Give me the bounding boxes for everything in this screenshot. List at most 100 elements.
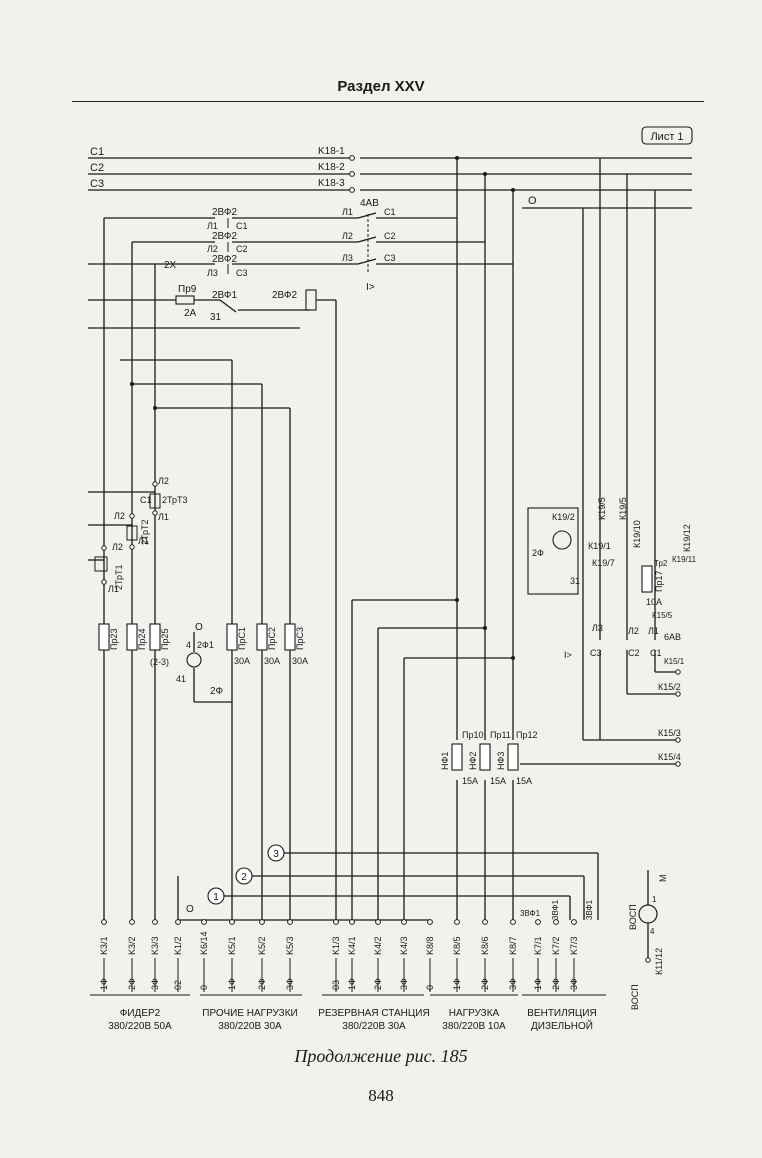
svg-text:К19/2: К19/2 bbox=[552, 512, 575, 522]
group-5-line1: ВЕНТИЛЯЦИЯ bbox=[527, 1008, 596, 1019]
fuse-pr9: Пр9 2А 2ВФ1 31 2ВФ2 bbox=[88, 284, 337, 920]
svg-text:С3: С3 bbox=[590, 648, 602, 658]
svg-text:I>: I> bbox=[366, 282, 375, 293]
svg-text:К15/4: К15/4 bbox=[658, 752, 681, 762]
terminal-id: K7/2 bbox=[551, 936, 561, 955]
svg-text:ВОСП: ВОСП bbox=[630, 984, 640, 1010]
terminal-node bbox=[175, 919, 181, 925]
phase-lamp-2f1: О 4 2Ф1 (2-3) 41 2Ф bbox=[150, 622, 232, 703]
svg-text:Пр17: Пр17 bbox=[654, 571, 664, 593]
terminal-id: K3/2 bbox=[127, 936, 137, 955]
svg-text:Л2: Л2 bbox=[628, 626, 639, 636]
svg-text:К19/12: К19/12 bbox=[682, 524, 692, 552]
terminal-node bbox=[401, 919, 407, 925]
terminal-id: K5/2 bbox=[257, 936, 267, 955]
terminal-id: K7/3 bbox=[569, 936, 579, 955]
group-labels: ФИДЕР2 380/220В 50А ПРОЧИЕ НАГРУЗКИ 380/… bbox=[90, 994, 606, 1032]
svg-text:К15/5: К15/5 bbox=[652, 611, 673, 620]
terminal-node bbox=[375, 919, 381, 925]
bus-label-c1: C1 bbox=[90, 146, 104, 158]
svg-text:ВОСП: ВОСП bbox=[628, 904, 638, 930]
current-transformers: Л2 С1 2ТрТ3 Л1 Л2 Л1 Л2 Л1 2ТрТ2 2ТрТ1 bbox=[88, 476, 188, 594]
svg-text:Л3: Л3 bbox=[207, 268, 218, 278]
svg-text:15А: 15А bbox=[516, 776, 532, 786]
svg-text:15А: 15А bbox=[490, 776, 506, 786]
terminal-node bbox=[571, 919, 577, 925]
svg-text:ПрС3: ПрС3 bbox=[295, 627, 305, 650]
breaker-2vf2: 2ВФ2 2ВФ2 2ВФ2 Л1 С1 Л2 С2 Л3 С3 2Х bbox=[88, 207, 340, 278]
sheet-label: Лист 1 bbox=[641, 126, 693, 145]
terminal-node bbox=[152, 919, 158, 925]
terminal-phase: 1Ф bbox=[347, 978, 357, 990]
svg-text:С2: С2 bbox=[384, 231, 396, 241]
svg-text:С2: С2 bbox=[628, 648, 640, 658]
page-number: 848 bbox=[368, 1086, 394, 1105]
svg-text:2: 2 bbox=[241, 872, 247, 883]
terminal-phase: 3Ф bbox=[285, 978, 295, 990]
group-4-line1: НАГРУЗКА bbox=[449, 1008, 500, 1019]
terminal-node bbox=[333, 919, 339, 925]
svg-text:С1: С1 bbox=[650, 648, 662, 658]
svg-text:2ВФ1: 2ВФ1 bbox=[212, 290, 238, 301]
svg-text:Лист 1: Лист 1 bbox=[650, 131, 683, 143]
svg-text:Л2: Л2 bbox=[207, 244, 218, 254]
svg-text:С2: С2 bbox=[236, 244, 248, 254]
svg-text:4: 4 bbox=[650, 927, 655, 936]
svg-text:2ВФ2: 2ВФ2 bbox=[212, 207, 238, 218]
terminal-phase: 1Ф bbox=[533, 978, 543, 990]
svg-text:Л1: Л1 bbox=[138, 536, 149, 546]
svg-text:С1: С1 bbox=[140, 495, 152, 505]
svg-text:41: 41 bbox=[176, 674, 186, 684]
terminal-node bbox=[510, 919, 516, 925]
load-drops bbox=[456, 158, 656, 920]
svg-text:2ВФ2: 2ВФ2 bbox=[212, 231, 238, 242]
svg-text:2Ф1: 2Ф1 bbox=[197, 640, 214, 650]
group-2-line1: ПРОЧИЕ НАГРУЗКИ bbox=[202, 1008, 297, 1019]
terminal-id: K1/3 bbox=[331, 936, 341, 955]
svg-text:С3: С3 bbox=[384, 253, 396, 263]
svg-text:Л1: Л1 bbox=[207, 221, 218, 231]
svg-text:Пр11: Пр11 bbox=[490, 730, 511, 740]
svg-text:15А: 15А bbox=[462, 776, 478, 786]
svg-text:Л3: Л3 bbox=[592, 623, 603, 633]
terminal-phase: 1Ф bbox=[227, 978, 237, 990]
svg-text:К19/10: К19/10 bbox=[632, 520, 642, 548]
vosp-motor: ВОСП М 1 4 К11/12 ВОСП bbox=[628, 870, 668, 1010]
terminal-id: K3/3 bbox=[150, 936, 160, 955]
terminal-node bbox=[201, 919, 207, 925]
svg-text:Л1: Л1 bbox=[158, 512, 169, 522]
svg-text:Л1: Л1 bbox=[108, 584, 119, 594]
svg-text:I>: I> bbox=[564, 650, 572, 660]
group-1-line1: ФИДЕР2 bbox=[120, 1008, 161, 1019]
svg-text:3: 3 bbox=[273, 849, 279, 860]
svg-text:2А: 2А bbox=[184, 308, 197, 319]
contact-k18-1: K18-1 bbox=[318, 146, 345, 157]
terminal-node bbox=[454, 919, 460, 925]
fuses-row: Пр23 Пр24 Пр25 ПрС1 ПрС2 ПрС3 30А 30А 30… bbox=[98, 623, 308, 666]
svg-text:3ВФ1: 3ВФ1 bbox=[520, 909, 541, 918]
terminal-id: K3/1 bbox=[99, 936, 109, 955]
terminal-node bbox=[287, 919, 293, 925]
svg-text:К19/11: К19/11 bbox=[672, 555, 697, 564]
terminal-node bbox=[535, 919, 541, 925]
svg-text:30А: 30А bbox=[264, 656, 280, 666]
svg-text:Тр2: Тр2 bbox=[654, 559, 668, 568]
terminal-node bbox=[101, 919, 107, 925]
svg-text:К19/5: К19/5 bbox=[618, 497, 628, 520]
bus-label-c3: C3 bbox=[90, 178, 104, 190]
svg-text:К15/3: К15/3 bbox=[658, 728, 681, 738]
svg-text:6АВ: 6АВ bbox=[664, 632, 681, 642]
svg-text:1: 1 bbox=[213, 892, 219, 903]
terminal-phase: 2Ф bbox=[373, 978, 383, 990]
svg-text:Л2: Л2 bbox=[342, 231, 353, 241]
section-title: Раздел XXV bbox=[337, 78, 425, 95]
header-rule bbox=[72, 101, 704, 102]
terminal-node bbox=[553, 919, 559, 925]
left-risers bbox=[88, 218, 300, 920]
svg-text:2ТрТ1: 2ТрТ1 bbox=[114, 564, 124, 590]
terminal-node bbox=[482, 919, 488, 925]
svg-text:О: О bbox=[186, 904, 194, 915]
terminal-phase: 2Ф bbox=[480, 978, 490, 990]
svg-text:Пр10: Пр10 bbox=[462, 730, 484, 740]
